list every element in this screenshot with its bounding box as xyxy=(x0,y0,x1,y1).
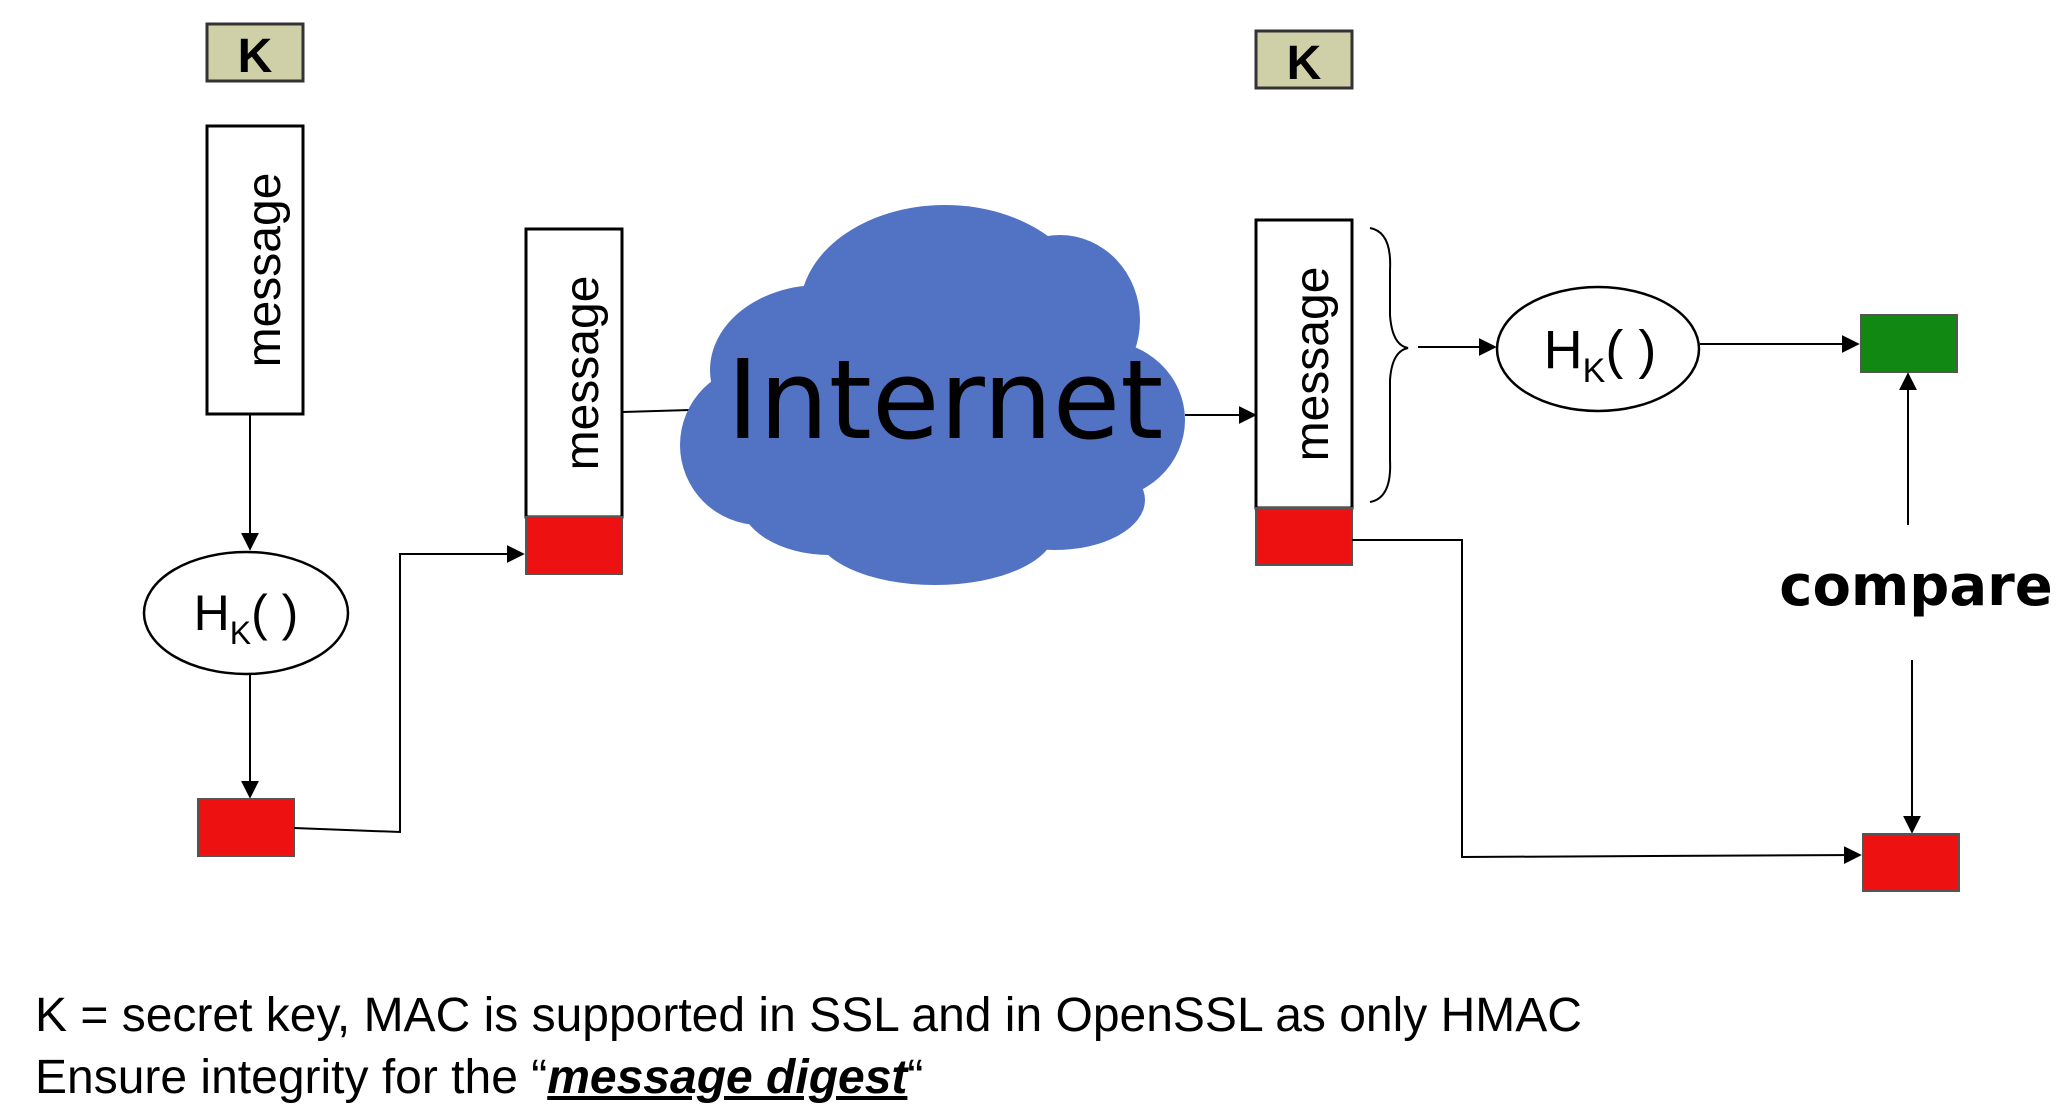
sender-hash-main: H xyxy=(194,585,230,641)
receiver-message-brace xyxy=(1369,227,1409,503)
sender-message-label: message xyxy=(238,173,291,368)
compare-label: compare xyxy=(1779,554,2053,619)
receiver-hash-parens: ( ) xyxy=(1605,320,1656,380)
computed-digest-box xyxy=(1860,314,1958,373)
receiver-key-box: K xyxy=(1254,29,1354,90)
sender-key-box: K xyxy=(205,22,305,83)
svg-text:HK( ): HK( ) xyxy=(1544,320,1657,390)
sender-key-label: K xyxy=(238,30,273,83)
receiver-hash-sub: K xyxy=(1583,352,1606,390)
transmitted-digest-box xyxy=(525,516,623,575)
caption-line-2-suffix: “ xyxy=(907,1051,924,1104)
packet-to-internet-line xyxy=(621,409,691,413)
transmitted-message-label: message xyxy=(556,276,609,471)
sender-message-box: message xyxy=(205,124,305,416)
receiver-hash-function: HK( ) xyxy=(1495,285,1701,413)
sender-digest-to-transmit-arrow xyxy=(293,545,525,834)
sender-hash-parens: ( ) xyxy=(251,585,298,641)
sender-digest-box xyxy=(197,798,295,857)
sender-hash-sub: K xyxy=(230,615,251,651)
caption-emphasis: message digest xyxy=(547,1051,908,1104)
receiver-digest-box xyxy=(1255,507,1353,566)
caption-line-1: K = secret key, MAC is supported in SSL … xyxy=(35,989,1582,1042)
transmitted-message-box: message xyxy=(524,227,624,519)
receiver-message-label: message xyxy=(1286,267,1339,462)
received-digest-copy-box xyxy=(1862,833,1960,892)
receiver-key-label: K xyxy=(1287,37,1322,90)
internet-cloud: Internet xyxy=(680,205,1185,585)
internet-label: Internet xyxy=(727,336,1164,464)
receiver-hash-main: H xyxy=(1544,320,1583,380)
sender-hash-function: HK( ) xyxy=(142,550,350,676)
caption-line-2-prefix: Ensure integrity for the “ xyxy=(35,1051,548,1104)
receiver-message-box: message xyxy=(1254,218,1354,510)
received-digest-to-compare-arrow xyxy=(1352,539,1862,865)
caption-line-2: Ensure integrity for the “message digest… xyxy=(35,1050,923,1105)
svg-text:HK( ): HK( ) xyxy=(194,585,299,651)
